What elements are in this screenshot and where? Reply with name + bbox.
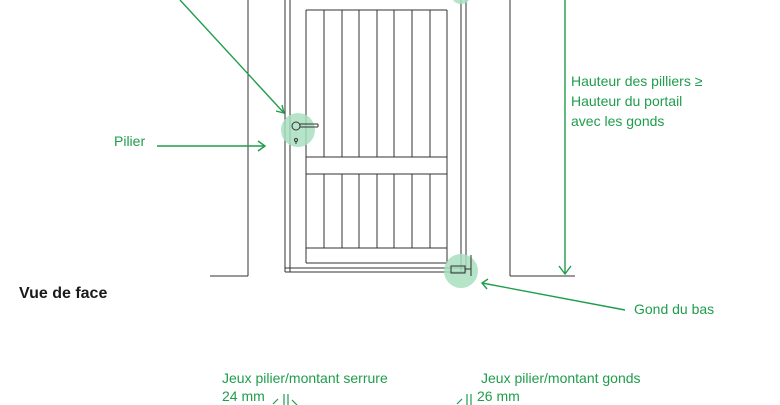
door-handle-icon [291,121,319,144]
left-pillar [210,0,249,277]
gap-hinge-marker-icon [456,394,472,405]
gap-lock-caption-line1: Jeux pilier/montant serrure [222,370,388,386]
bottom-hinge-highlight [444,254,478,288]
pillar-height-label-line2: Hauteur du portail [571,93,683,109]
lock-pointer-arrow [179,0,285,114]
gap-hinge-caption-line1: Jeux pilier/montant gonds [481,370,641,386]
right-pillar [509,0,575,277]
gap-lock-marker-icon [272,394,298,405]
pillar-pointer-arrow [157,140,267,152]
gap-lock-caption-line2: 24 mm [222,388,265,404]
gap-hinge-caption-line2: 26 mm [477,388,520,404]
bottom-hinge-label: Gond du bas [634,301,715,317]
pillar-height-label-line3: avec les gonds [571,113,665,129]
bottom-hinge-icon [450,255,472,276]
top-hinge-highlight [453,0,469,4]
pillar-height-label-line1: Hauteur des pilliers ≥ [571,73,703,89]
pillar-label: Pilier [114,133,146,149]
height-arrow [558,0,572,276]
hinge-pointer-arrow [480,278,626,311]
gate-panel [305,9,448,264]
front-view-heading: Vue de face [19,285,108,302]
